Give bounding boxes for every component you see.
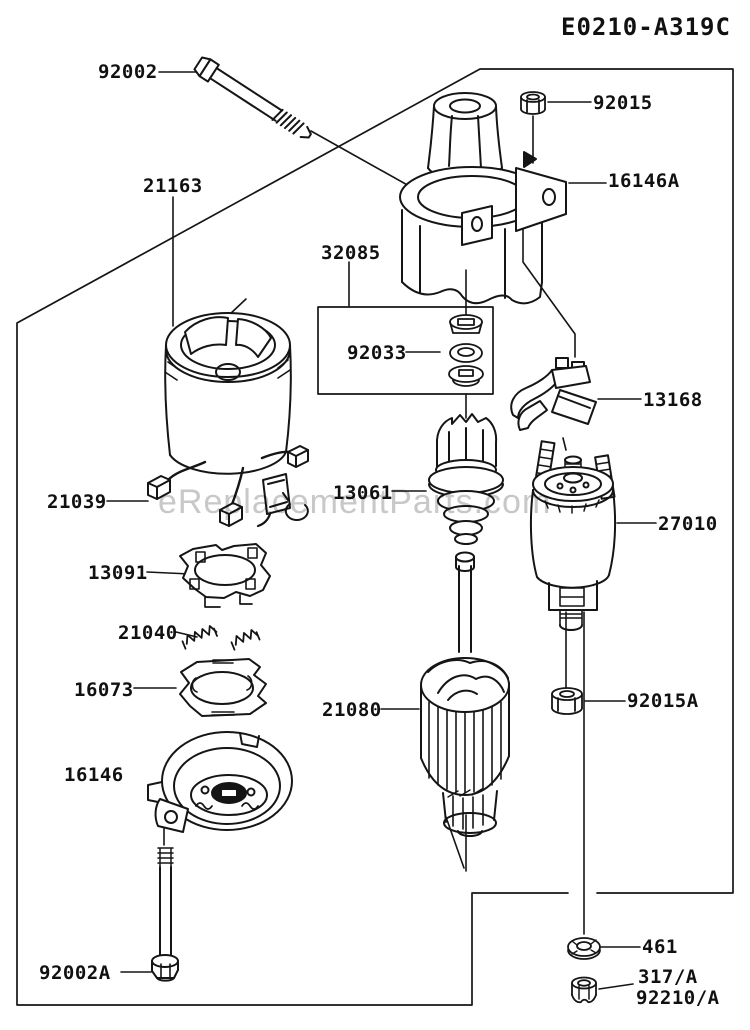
part-label-92210-a: 92210/A [636, 987, 720, 1009]
nut-92015 [520, 91, 546, 115]
part-label-27010: 27010 [658, 513, 718, 535]
brush-assembly-21039 [147, 445, 309, 528]
part-label-21080: 21080 [322, 699, 382, 721]
part-label-461: 461 [642, 936, 678, 958]
part-label-21039: 21039 [47, 491, 107, 513]
part-label-32085: 32085 [321, 242, 381, 264]
yoke-21163 [164, 312, 292, 475]
armature-21080 [420, 551, 510, 837]
nut-92210a [571, 976, 597, 1004]
part-label-21040: 21040 [118, 622, 178, 644]
part-label-92033: 92033 [347, 342, 407, 364]
springs-21040 [181, 625, 261, 651]
part-label-13168: 13168 [643, 389, 703, 411]
shift-fork-13168 [510, 357, 597, 431]
part-label-92015: 92015 [593, 92, 653, 114]
part-label-92002a: 92002A [39, 962, 111, 984]
bolt-92002a [151, 847, 179, 982]
diagram-code: E0210-A319C [561, 13, 731, 41]
part-label-92015a: 92015A [627, 690, 699, 712]
nut-92015a [551, 687, 583, 715]
bolt-92002 [193, 56, 312, 139]
solenoid-27010 [529, 440, 617, 631]
pinion-13061 [428, 413, 504, 545]
part-label-13091: 13091 [88, 562, 148, 584]
end-cap-16146 [147, 731, 293, 833]
part-label-92002: 92002 [98, 61, 158, 83]
part-label-13061: 13061 [333, 482, 393, 504]
starter-housing-16146a [399, 92, 567, 305]
part-label-16146a: 16146A [608, 170, 680, 192]
plug-set-92033 [448, 314, 484, 387]
leader-lines [106, 71, 657, 990]
washer-461 [567, 937, 601, 960]
diagram-border [16, 68, 734, 1006]
part-label-16146: 16146 [64, 764, 124, 786]
brush-holder-13091 [179, 543, 271, 608]
part-label-21163: 21163 [143, 175, 203, 197]
insulator-16073 [179, 658, 267, 717]
bracket-box-32085 [317, 306, 494, 395]
watermark: eReplacementParts.com [158, 483, 552, 521]
part-label-317-a: 317/A [638, 966, 698, 988]
part-label-16073: 16073 [74, 679, 134, 701]
